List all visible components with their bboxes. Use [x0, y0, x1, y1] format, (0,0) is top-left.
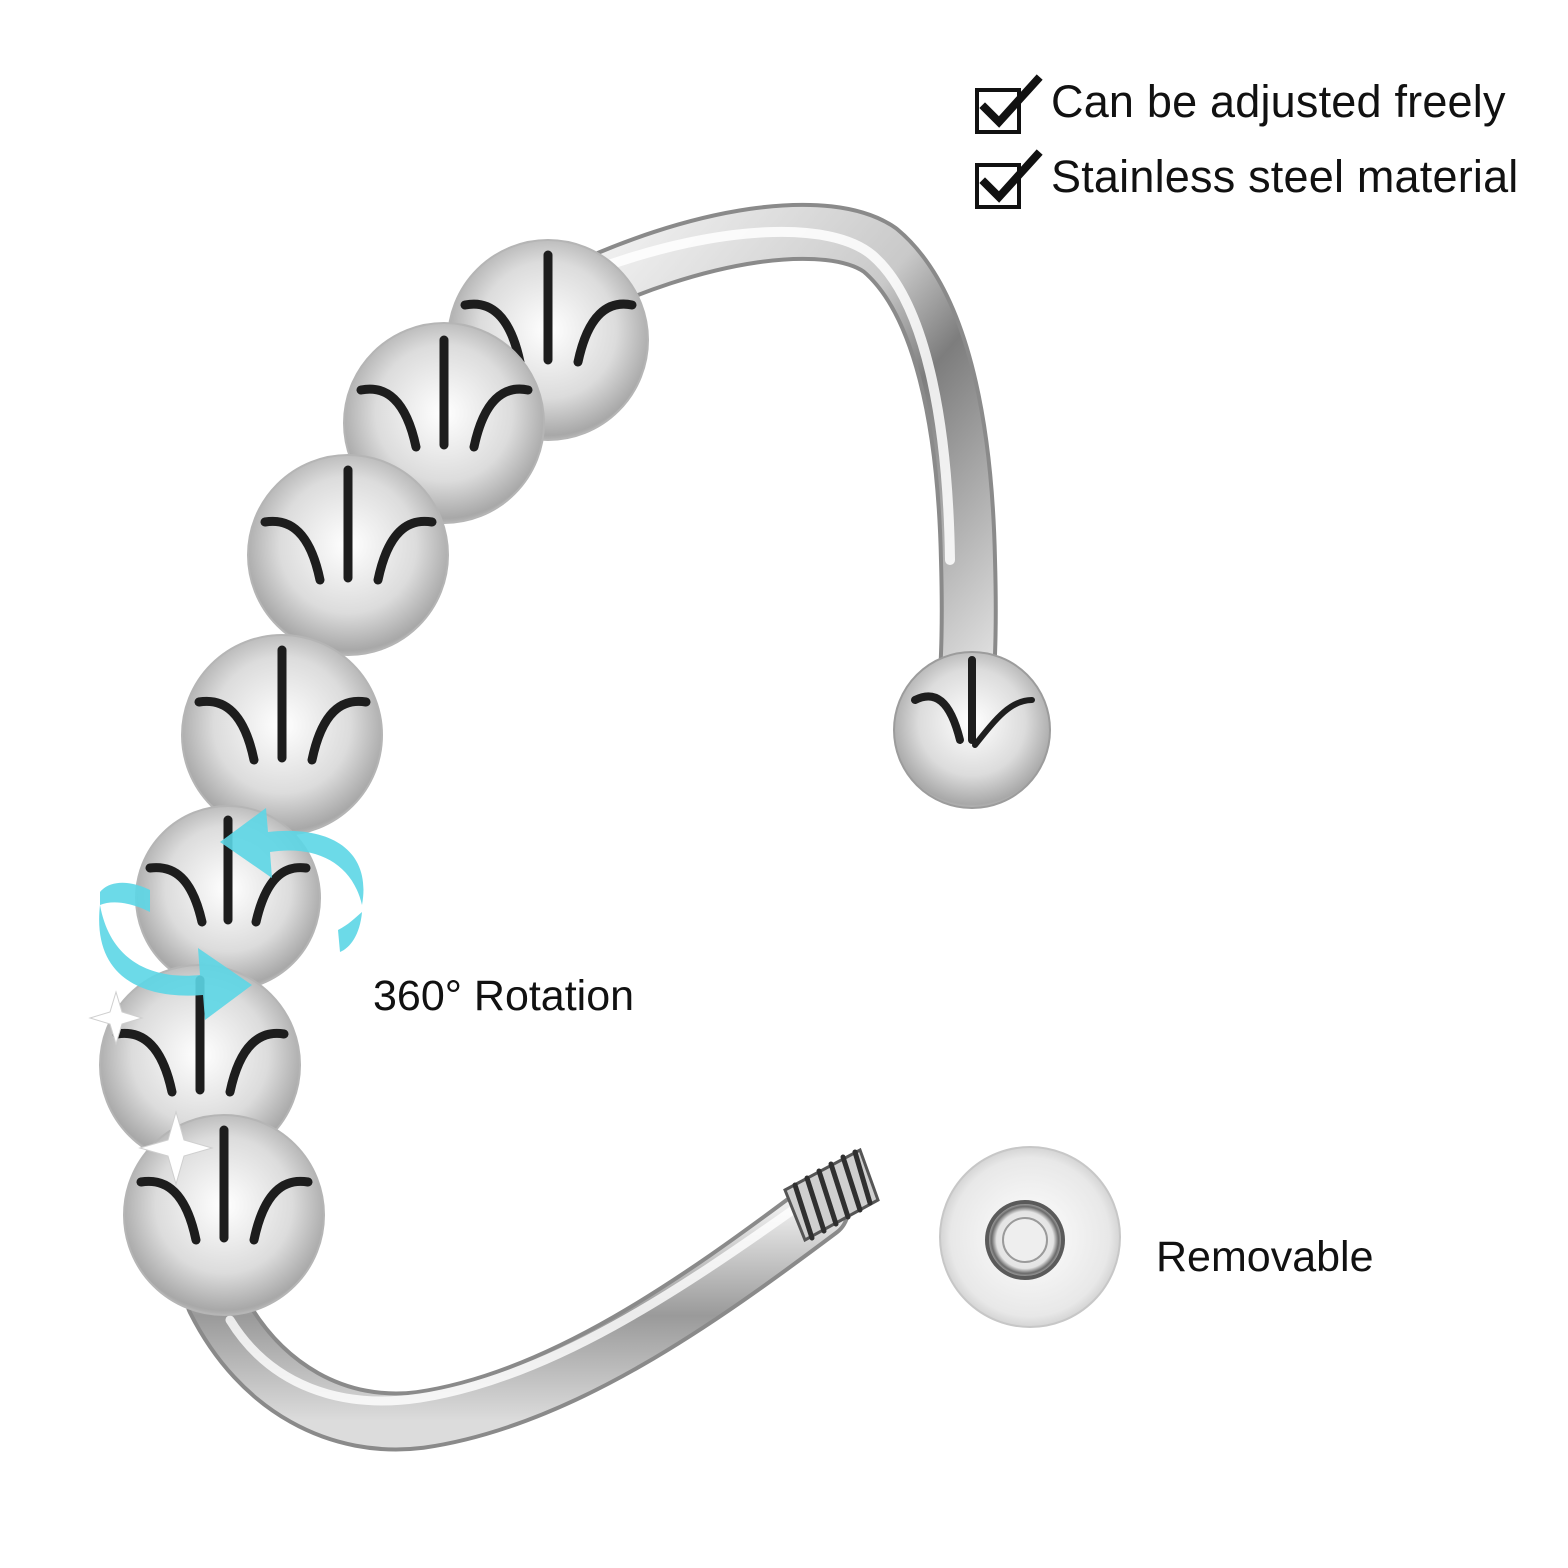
- sparkle-icon: [88, 990, 214, 1186]
- thread-icon: [783, 1147, 880, 1243]
- bead-icon: [99, 964, 301, 1166]
- rotation-arrow-icon: [99, 808, 364, 1020]
- removable-cap-icon: [939, 1146, 1121, 1328]
- removable-label: Removable: [1156, 1233, 1374, 1281]
- checkbox-checked-icon: [975, 149, 1043, 209]
- feature-material: Stainless steel material: [975, 145, 1519, 209]
- ring-band-icon: [185, 202, 998, 1452]
- checkbox-checked-icon: [975, 74, 1043, 134]
- feature-label: Can be adjusted freely: [1051, 76, 1506, 127]
- bead-icon: [181, 634, 383, 836]
- feature-label: Stainless steel material: [1051, 151, 1519, 202]
- end-ball-icon: [893, 651, 1051, 809]
- bead-icon: [135, 805, 321, 991]
- bead-icon: [247, 454, 449, 656]
- feature-adjustable: Can be adjusted freely: [975, 70, 1506, 134]
- rotation-label: 360° Rotation: [373, 972, 635, 1020]
